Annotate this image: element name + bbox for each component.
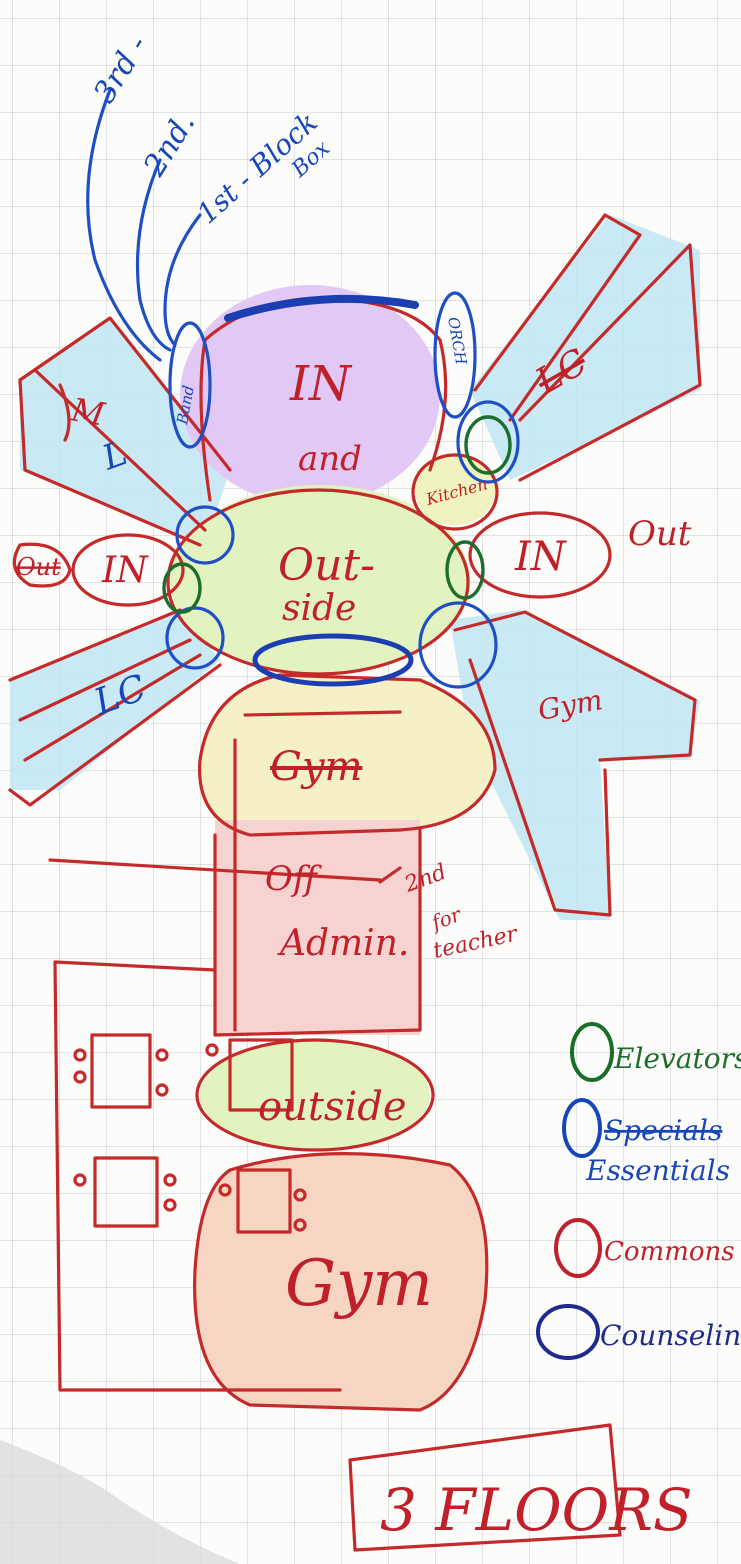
label-3-floors: 3 FLOORS [380,1476,693,1544]
legend-counseling-label: Counseling [600,1319,741,1352]
legend-commons-label: Commons [604,1237,735,1267]
legend-essentials-label: Essentials [585,1154,730,1187]
label-out-center: Out- [278,540,375,591]
label-admin: Admin. [277,923,409,964]
label-second: 2nd. [137,107,203,183]
label-and: and [298,439,362,479]
paper-crumple-shadow [0,1440,240,1564]
label-third: 3rd - [87,29,155,109]
wing-upper-right-fill [470,215,700,480]
label-out-right: Out [628,514,692,554]
label-gym-lower: Gym [285,1247,433,1321]
legend-counseling-marker [538,1306,598,1358]
label-in-top: IN [289,356,353,412]
label-in-left: IN [101,550,149,591]
label-out-left: Out [16,553,61,581]
legend-commons-marker [556,1220,600,1276]
label-off: Off [265,859,322,899]
legend-elevators-marker [572,1024,612,1080]
label-orch: ORCH [444,316,470,367]
legend-specials-marker [564,1100,600,1156]
legend-elevators-label: Elevators [613,1042,741,1075]
label-in-right: IN [514,534,568,580]
label-gym-upper: Gym [270,744,362,790]
label-for: for [427,902,466,936]
legend: Elevators Specials Essentials Commons Co… [538,1024,741,1358]
label-side-center: side [282,588,356,629]
label-outside-lower: outside [258,1084,407,1130]
legend-specials-label: Specials [604,1114,722,1147]
